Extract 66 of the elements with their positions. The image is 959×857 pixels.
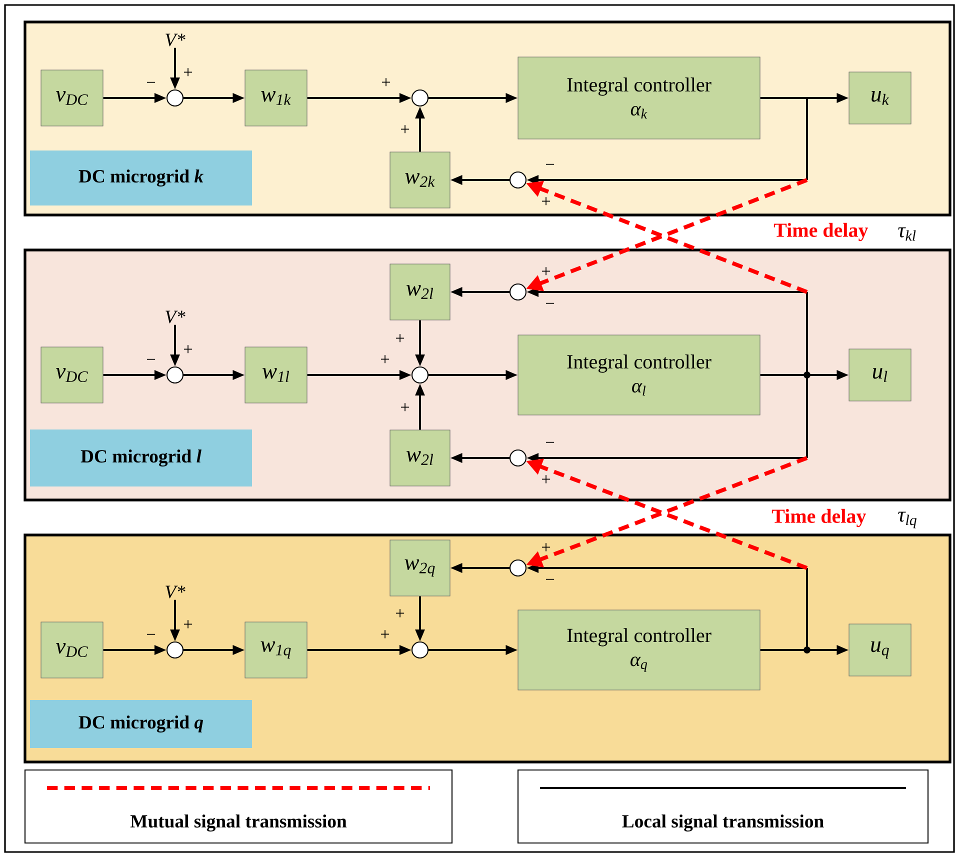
block-box: w$_{2l}$ [390, 264, 450, 320]
block-box: v$_{DC}$ [40, 346, 104, 404]
summing-junction [166, 366, 184, 384]
block-box: u$_{k}$ [848, 72, 912, 124]
connector-line [806, 375, 808, 458]
sign-label: − [546, 442, 554, 443]
sign-label: + [542, 267, 550, 276]
sign-label: + [396, 334, 404, 342]
sign-label: + [400, 125, 410, 134]
block-box: w$_{2k}$ [390, 152, 450, 208]
connector-line [760, 649, 807, 651]
delay-label: Time delay [774, 222, 868, 242]
sign-label: − [546, 578, 554, 580]
connector-line [760, 97, 807, 99]
connector-line [760, 374, 807, 376]
summing-junction [166, 641, 184, 659]
sign-label: + [542, 197, 550, 206]
block-box: v$_{DC}$ [40, 70, 104, 126]
reference-label: V* [166, 586, 186, 598]
legend-text: Mutual signal transmission [130, 814, 347, 832]
block-box: u$_{q}$ [848, 624, 912, 676]
sign-label: − [546, 164, 554, 165]
summing-junction [509, 283, 527, 301]
sign-label: + [542, 543, 550, 552]
summing-junction [411, 366, 429, 384]
controller-box: Integral controller α$_{q}$ [518, 610, 760, 690]
sign-label: + [382, 78, 390, 86]
controller-box: Integral controller α$_{k}$ [518, 56, 760, 140]
summing-junction [509, 559, 527, 577]
summing-junction [411, 641, 429, 659]
block-box: w$_{2l}$ [390, 430, 450, 486]
block-box: w$_{1k}$ [244, 70, 308, 126]
sign-label: + [380, 355, 390, 364]
summing-junction [509, 449, 527, 467]
summing-junction [166, 89, 184, 107]
block-box: u$_{l}$ [848, 348, 912, 402]
reference-label: V* [166, 310, 186, 324]
block-box: v$_{DC}$ [40, 622, 104, 678]
reference-label: V* [166, 34, 186, 46]
sign-label: + [184, 68, 192, 76]
delay-symbol: τ$_{kl}$ [898, 227, 916, 241]
sign-label: − [146, 634, 156, 635]
sign-label: − [146, 358, 156, 360]
sign-label: + [380, 630, 390, 638]
block-box: w$_{1q}$ [244, 622, 308, 678]
title-box: DC microgrid k [30, 150, 252, 206]
connector-line [806, 292, 808, 375]
sign-label: + [184, 620, 192, 628]
sign-label: + [184, 345, 192, 354]
sign-label: + [400, 403, 410, 412]
sign-label: + [542, 475, 550, 484]
title-box: DC microgrid l [30, 430, 252, 486]
sign-label: + [396, 609, 404, 618]
title-box: DC microgrid q [30, 700, 252, 748]
summing-junction [509, 171, 527, 189]
summing-junction [411, 89, 429, 107]
block-box: w$_{1l}$ [244, 346, 308, 404]
block-box: w$_{2q}$ [390, 540, 450, 596]
sign-label: − [146, 82, 156, 83]
connector-line [806, 98, 808, 180]
controller-box: Integral controller α$_{l}$ [518, 334, 760, 416]
delay-symbol: τ$_{lq}$ [898, 512, 916, 528]
delay-label: Time delay [772, 508, 866, 528]
connector-line [806, 568, 808, 650]
legend-text: Local signal transmission [622, 814, 824, 832]
sign-label: − [546, 302, 554, 304]
